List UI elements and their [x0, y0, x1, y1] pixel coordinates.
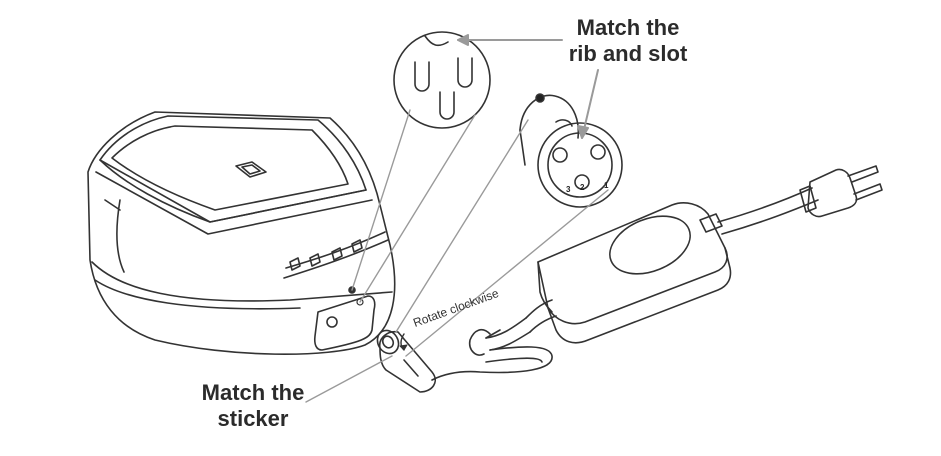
- printer-illustration: [87, 111, 396, 355]
- pin-number-1: 1: [604, 181, 609, 190]
- pin-number-3: 3: [566, 185, 571, 194]
- plug-closeup: [519, 93, 623, 208]
- ac-cord-illustration: [717, 165, 883, 235]
- label-arrows: [399, 34, 599, 351]
- socket-closeup: [393, 31, 491, 129]
- rib-slot-callout: Match the rib and slot: [548, 15, 708, 67]
- sticker-line-1: Match the: [201, 380, 305, 405]
- sticker-callout: Match the sticker: [178, 380, 328, 432]
- pointer-lines: [305, 109, 609, 403]
- pin-numbers: 1 2 3: [566, 181, 609, 194]
- rib-slot-line-2: rib and slot: [568, 41, 688, 66]
- pin-number-2: 2: [580, 183, 585, 192]
- dc-cable-illustration: [376, 317, 553, 393]
- rib-slot-line-1: Match the: [576, 15, 680, 40]
- power-adapter-illustration: [525, 202, 732, 344]
- sticker-line-2: sticker: [217, 406, 289, 431]
